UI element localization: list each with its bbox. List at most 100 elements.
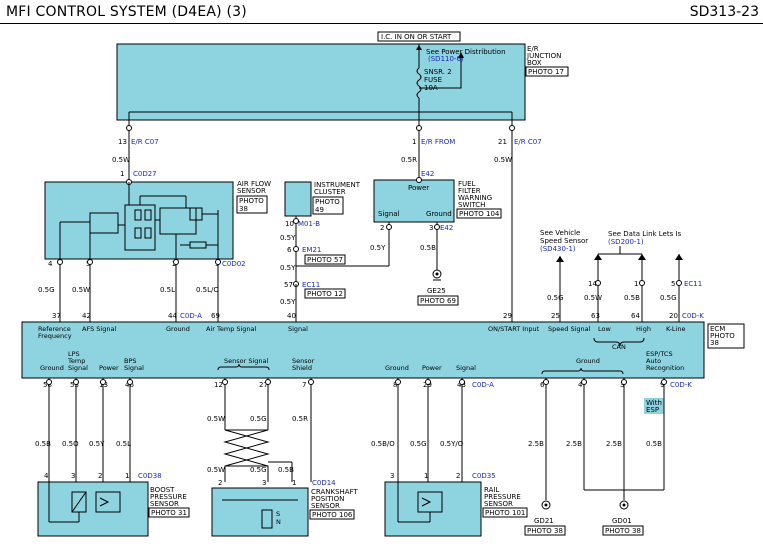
ff-name-3: WARNING [458,194,492,202]
ic-photo-1: PHOTO [315,198,340,206]
ec11-pin: 57 [284,281,293,289]
junction-box-body [116,43,526,121]
ecm-body [21,321,705,379]
ecm-lbl-signal: Signal [288,325,308,333]
ff-wire-2: 0.5B [420,244,436,252]
gd01-wire-1: 2.5B [566,440,582,448]
ecm-top-pin-8: 63 [591,312,600,320]
ecm-blbl-signal2: Signal [456,364,476,372]
gd21-ground-icon [541,500,551,510]
em21-wire: 0.5Y [280,264,296,272]
gd01-photo: PHOTO 38 [605,527,641,535]
ecm-top-pin-6: 29 [503,312,512,320]
bp-8: 8 [393,381,397,389]
ec11-wire: 0.5Y [280,298,296,306]
ecm-blbl-sig: Signal [68,364,88,372]
rps-pin-2: 2 [456,472,460,480]
ecm-can: CAN [612,343,626,351]
bps-pin-1: 1 [125,472,129,480]
twisted-pair-a [223,429,270,482]
bps-photo: PHOTO 31 [151,509,187,517]
dll-wire-3: 0.5G [660,294,677,302]
ecm-top-pin-7: 25 [551,312,560,320]
ecm-top-pin-4: 69 [211,312,220,320]
ic-conn: M01-B [298,220,320,228]
ff-name-4: SWITCH [458,201,485,209]
rps-name-3: SENSOR [484,500,513,508]
jb-wire-3: 0.5W [494,156,512,164]
gd21-id: GD21 [534,517,554,525]
ecm-lbl-ref: Reference [38,325,71,333]
afs-photo-2: 38 [239,205,248,213]
ecm-lbl-airtemp: Air Temp Signal [206,325,257,333]
afs-name-1: AIR FLOW [237,180,271,188]
jb-conn-2: E/R FROM [421,138,455,146]
jb-pin-21: 21 [498,138,507,146]
ecm-name: ECM [710,325,725,333]
jb-ref-code: (SD110-6) [428,55,464,63]
bp-6: 6 [540,381,545,389]
fuse-icon [416,67,422,99]
rps-wire-2: 0.5G [410,440,427,448]
ic-wire: 0.5Y [280,234,296,242]
jb-ref-text: See Power Distribution [426,48,506,56]
rps-wire-3: 0.5Y/O [440,440,464,448]
em21-pin: 6 [287,246,292,254]
bps-wire-2: 0.5O [62,440,79,448]
dll-text: See Data Link Lets Is [608,230,682,238]
crankshaft-sensor: 0.5W 0.5G 0.5R 0.5W 0.5G 0.5B 2 3 1 C0D1… [207,378,358,537]
bp-43: 43 [457,381,466,389]
external-refs: See Vehicle Speed Sensor (SD430-1) 0.5G … [540,229,702,322]
ecm-lbl-kline: K-Line [666,325,685,333]
dll-conn: EC11 [684,280,702,288]
ecm-blbl-power: Power [99,364,119,372]
bps-pin-2: 2 [98,472,102,480]
vss-arrow-icon [556,256,564,262]
ecm-blbl-lps: LPS [68,350,80,358]
ckp-wire-t3: 0.5R [292,415,308,423]
ecm-bottom-pins: 58 53 13 46 12 27 7 8 29 43 C0D-A 6 4 3 … [43,381,692,389]
ecm-conn-a-top: C0D-A [180,312,202,320]
jb-name-1: E/R [527,45,539,53]
ec11-photo: PHOTO 12 [307,290,343,298]
junction-box: I.C. IN ON OR START E/R JUNCTION BOX PHO… [112,31,569,322]
jb-photo: PHOTO 17 [528,68,564,76]
ff-ground-ref: GE25 [427,287,446,295]
bp-53: 53 [70,381,79,389]
rps-body [384,481,482,537]
ecm-conn-k-bottom: C0D-K [670,381,692,389]
diagram-title: MFI CONTROL SYSTEM (D4EA) (3) [6,4,247,20]
afs-wire-2: 0.5W [72,286,90,294]
diagram-code: SD313-23 [689,4,759,20]
ecm-top-pin-3: 44 [168,312,177,320]
ff-conn-top: E42 [421,170,434,178]
boost-pressure-sensor: 0.5B 0.5O 0.5Y 0.5L 4 3 2 1 C0D38 BOOST … [35,378,190,537]
rps-wire-1: 0.5B/O [371,440,395,448]
vss-text-1: See Vehicle [540,229,580,237]
ckp-wire-b3: 0.5B [278,466,294,474]
ign-label-box [377,31,461,42]
ec11-conn: EC11 [302,281,320,289]
bp-29: 29 [423,381,432,389]
ff-ground-photo: PHOTO 69 [420,297,456,305]
air-flow-sensor: 1 C0D27 AIR FLOW SENSOR PHOTO 38 [38,170,271,322]
ground-points: 2.5B GD21 PHOTO 38 2.5B 2.5B 0.5B GD01 P… [524,378,667,536]
vss-text-2: Speed Sensor [540,237,588,245]
instrument-cluster: INSTRUMENT CLUSTER PHOTO 49 10 M01-B 0.5… [280,181,361,322]
fuse-3: 10A [424,84,438,92]
esp-badge [644,398,664,414]
ff-name-2: FILTER [458,187,481,195]
ecm-top-pin-1: 37 [52,312,61,320]
ecm-blbl-bps: BPS [124,357,137,365]
gd01-id: GD01 [612,517,632,525]
ckp-conn: C0D14 [312,479,336,487]
fuse-1: SNSR. 2 [424,68,452,76]
jb-conn-3: E/R C07 [514,138,542,146]
dll-pin-5: 5 [671,280,675,288]
bp-9: 9 [660,381,664,389]
afs-pin-4: 4 [48,260,53,268]
bps-name-1: BOOST [150,486,175,494]
bps-body [37,481,149,537]
dll-pin-14: 14 [588,280,597,288]
